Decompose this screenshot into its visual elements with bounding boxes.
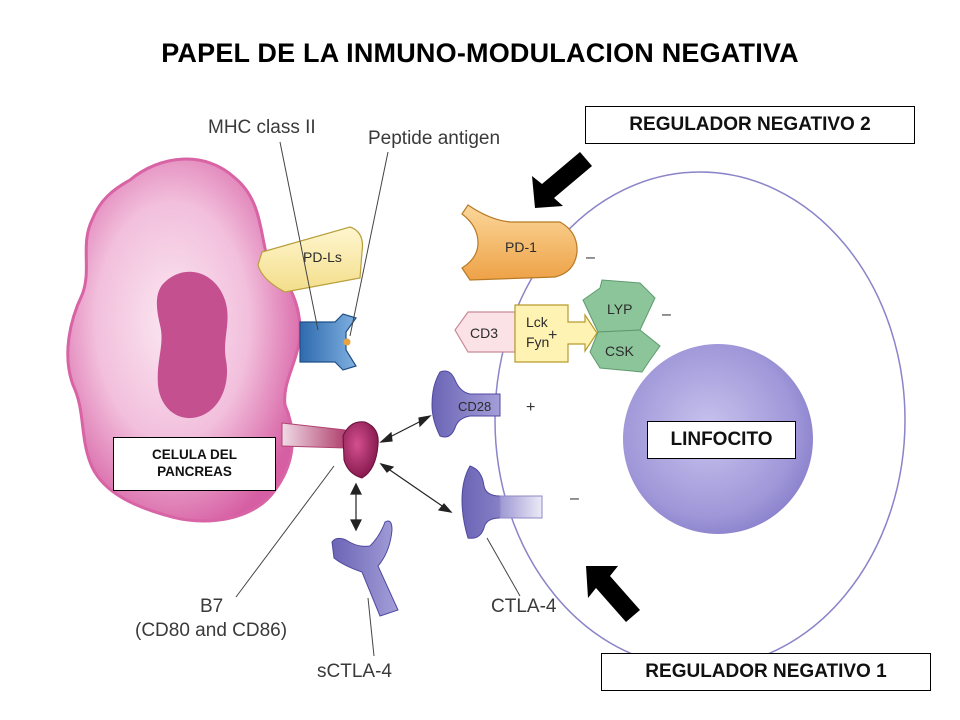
- page-title: PAPEL DE LA INMUNO-MODULACION NEGATIVA: [161, 38, 799, 68]
- lck-label: Lck: [526, 314, 549, 330]
- mhc-class-ii-label: MHC class II: [208, 117, 316, 138]
- celula-line-2: PANCREAS: [157, 464, 232, 479]
- b7-label: B7: [200, 596, 223, 617]
- csk-kinase: [589, 329, 661, 373]
- mhc-class-ii: [299, 313, 357, 371]
- csk-label: CSK: [605, 343, 634, 359]
- b7-head: [342, 421, 379, 479]
- celula-pancreas-box: CELULA DEL PANCREAS: [113, 437, 276, 491]
- leader-lines: [235, 141, 521, 657]
- ctla4-label: CTLA-4: [491, 596, 557, 617]
- sctla4-label: sCTLA-4: [317, 661, 392, 682]
- lyp-minus-sign: –: [662, 306, 671, 323]
- lyp-label: LYP: [607, 301, 632, 317]
- arrow-regulador-2-icon: [532, 152, 592, 208]
- cd3-label: CD3: [470, 325, 498, 341]
- pdls-molecule: [257, 226, 364, 293]
- cd28-molecule: [431, 370, 501, 438]
- regulador-negativo-1-box: REGULADOR NEGATIVO 1: [601, 653, 931, 691]
- pd1-label: PD-1: [505, 239, 537, 255]
- interaction-arrows: [350, 415, 453, 532]
- sctla4-molecule: [331, 520, 399, 617]
- arrow-regulador-1-icon: [586, 566, 640, 622]
- ctla4-minus-sign: –: [570, 490, 579, 507]
- cd28-plus-sign: +: [526, 399, 535, 416]
- cd28-label: CD28: [458, 399, 491, 414]
- pd1-minus-sign: –: [586, 249, 595, 266]
- ctla4-stalk: [499, 495, 543, 519]
- lck-fyn-molecule: [514, 304, 598, 363]
- b7-subtitle-label: (CD80 and CD86): [135, 620, 287, 641]
- linfocito-box: LINFOCITO: [647, 421, 796, 459]
- peptide-antigen-label: Peptide antigen: [368, 128, 500, 149]
- pancreas-nucleus: [156, 271, 228, 419]
- pdls-label: PD-Ls: [303, 249, 342, 265]
- lck-plus-sign: +: [548, 327, 557, 344]
- celula-line-1: CELULA DEL: [152, 447, 237, 462]
- peptide-antigen-dot: [343, 338, 351, 346]
- pd1-molecule: [461, 204, 578, 281]
- regulador-negativo-2-box: REGULADOR NEGATIVO 2: [585, 106, 915, 144]
- fyn-label: Fyn: [526, 334, 549, 350]
- b7-stalk: [281, 422, 346, 449]
